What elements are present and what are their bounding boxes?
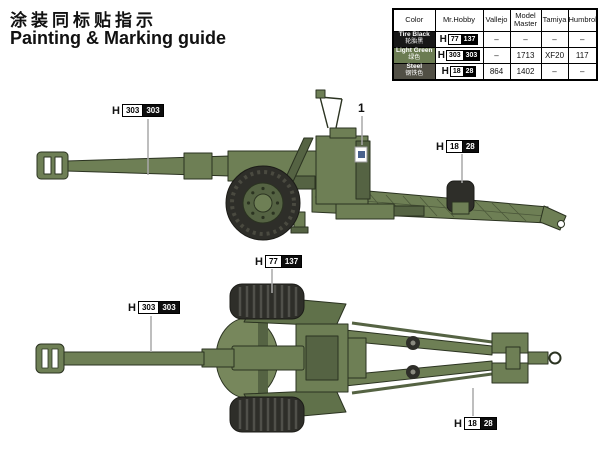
callout-decal-number: 1: [358, 101, 365, 115]
top-barrel: [61, 351, 205, 366]
side-lunette-ring: [557, 220, 565, 228]
top-tow-bar: [527, 351, 549, 365]
side-trail-detail: [393, 205, 425, 217]
color-name-zh: 轮胎黑: [405, 39, 424, 46]
vallejo-code: 864: [482, 62, 511, 80]
top-barrel-step: [201, 348, 235, 368]
page-title-chinese: 涂装同标贴指示: [10, 11, 157, 30]
callout-leader-lines: [147, 116, 474, 416]
top-wheel-upper-tread: [238, 285, 298, 318]
color-swatch-steel: Steel 钢铁色: [392, 62, 436, 80]
tamiya-code: XF20: [540, 46, 569, 64]
color-name-en: Tire Black: [398, 31, 430, 39]
top-lunette-ring: [548, 351, 562, 365]
side-spade-bracket: [451, 201, 470, 215]
side-sight: [319, 96, 343, 129]
color-swatch-light-green: Light Green 绿色: [392, 46, 436, 64]
page-title-english: Painting & Marking guide: [10, 28, 227, 48]
top-muzzle-brake: [35, 343, 65, 374]
color-name-zh: 钢铁色: [405, 71, 424, 78]
color-name-en: Light Green: [396, 47, 433, 55]
side-trail-box: [335, 203, 395, 220]
side-wheel-hub: [253, 193, 273, 213]
side-barrel-step: [183, 152, 213, 180]
table-header-row: Color Mr.Hobby Vallejo Model Master Tami…: [392, 8, 598, 32]
color-name-zh: 绿色: [408, 55, 421, 62]
howitzer-side-view: [36, 89, 567, 241]
howitzer-top-view: [35, 283, 562, 433]
humbrol-code: 117: [567, 46, 598, 64]
top-wheel-lower-tread: [238, 398, 298, 431]
side-wheel-tread: [230, 170, 296, 236]
side-muzzle-brake: [36, 151, 69, 180]
paint-reference-table: Color Mr.Hobby Vallejo Model Master Tami…: [392, 8, 598, 81]
modelmaster-code: 1713: [509, 46, 542, 64]
color-name-en: Steel: [406, 63, 423, 71]
humbrol-code: –: [567, 62, 598, 80]
top-recoil-sleeve: [231, 345, 305, 371]
side-wheel-bolts: [246, 186, 280, 220]
